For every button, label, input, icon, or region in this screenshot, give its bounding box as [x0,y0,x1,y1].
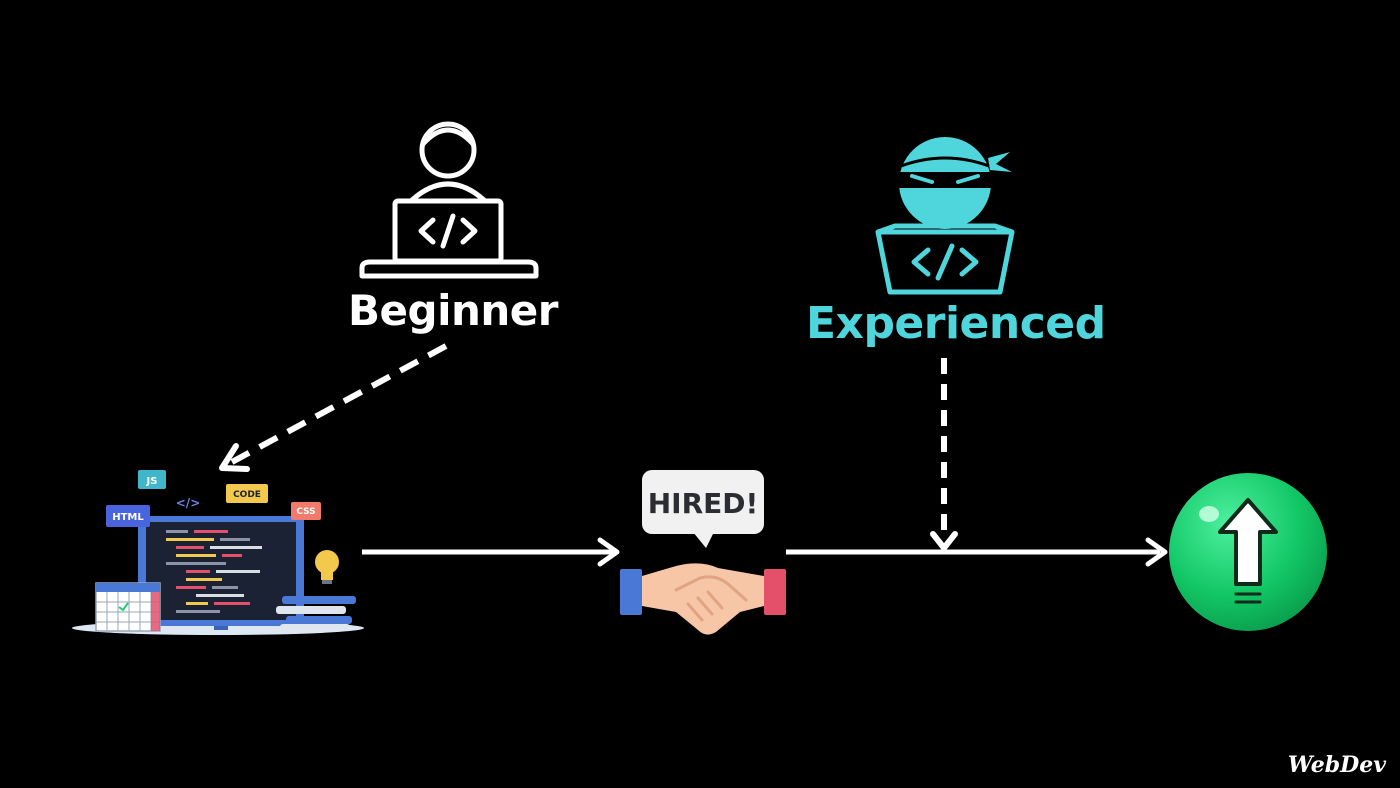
hired-to-growth-arrow [786,537,1168,567]
books-icon [276,596,356,630]
tag-code-glyph: </> [176,496,201,510]
tag-js: JS [138,470,166,489]
brand-logo-text: WebDev [1287,752,1386,778]
light-bulb-icon [315,550,339,584]
tag-css-text: CSS [296,507,315,517]
code-lines [166,530,262,613]
handshake-icon [620,563,786,635]
coding-workspace-icon: JS HTML CODE CSS </> [72,470,364,635]
experienced-to-path-arrow [930,358,958,551]
experienced-label: Experienced [806,298,1106,349]
up-arrow-circle-icon [1169,473,1327,631]
tag-js-text: JS [146,476,158,487]
beginner-label: Beginner [348,286,558,335]
tag-code-text: CODE [233,490,261,500]
hired-text: HIRED! [648,487,759,520]
tag-html-text: HTML [112,512,144,523]
tag-code: CODE [226,484,268,503]
beginner-to-workspace-arrow [219,343,448,472]
developer-at-laptop-icon [359,121,539,279]
workspace-to-hired-arrow [362,537,620,567]
calendar-icon [95,582,161,632]
ninja-developer-icon [875,137,1015,295]
hired-speech-bubble: HIRED! [642,470,764,548]
tag-css: CSS [291,502,321,520]
tag-html: HTML [106,505,150,527]
